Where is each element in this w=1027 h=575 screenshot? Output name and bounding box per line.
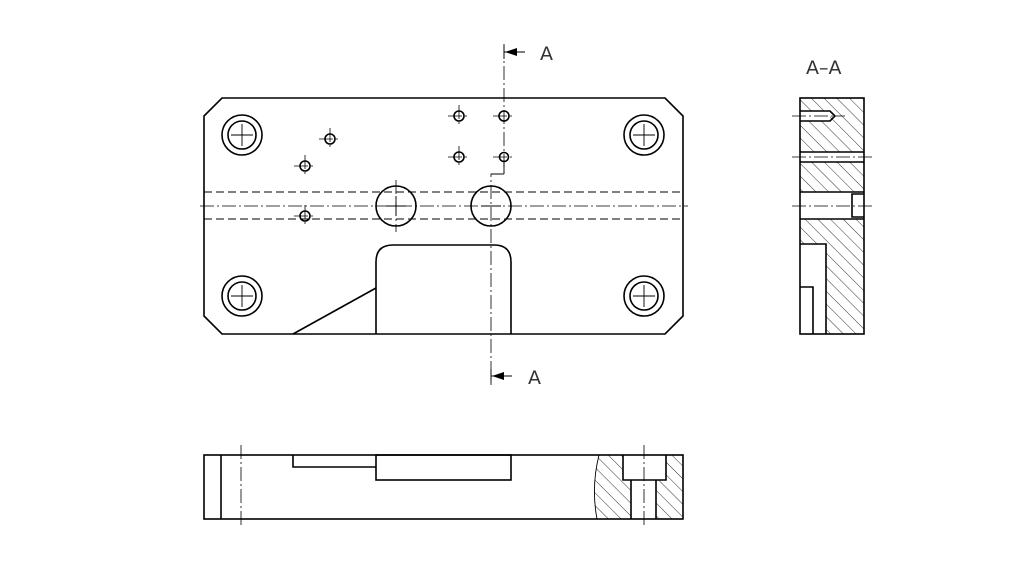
bottom-view-step bbox=[292, 455, 376, 468]
ramp-edge bbox=[292, 287, 377, 335]
bottom-view-pocket bbox=[375, 454, 512, 481]
small-hole-4 bbox=[448, 105, 470, 127]
small-hole-2 bbox=[294, 155, 316, 177]
corner-hole-bottom-left bbox=[221, 275, 263, 317]
corner-hole-bottom-right bbox=[623, 275, 665, 317]
section-label-bottom: A bbox=[528, 367, 541, 389]
section-view-title: A–A bbox=[806, 57, 842, 79]
section-notch bbox=[851, 193, 864, 218]
small-hole-6 bbox=[448, 146, 470, 168]
dowel-hole-left bbox=[375, 180, 417, 232]
plate-outline bbox=[203, 97, 684, 335]
section-view bbox=[792, 97, 872, 335]
section-label-top: A bbox=[540, 43, 553, 65]
section-view-outline bbox=[799, 97, 865, 335]
break-line bbox=[593, 454, 600, 520]
section-pocket bbox=[800, 243, 827, 334]
bottom-view bbox=[203, 445, 684, 527]
front-view bbox=[200, 44, 688, 385]
small-hole-1 bbox=[319, 128, 341, 150]
counterbore-section bbox=[622, 455, 667, 519]
section-tapped-hole bbox=[800, 110, 837, 122]
section-arrow-top bbox=[503, 45, 525, 59]
section-arrow-bottom bbox=[490, 369, 512, 383]
corner-hole-top-left bbox=[221, 114, 263, 156]
corner-hole-top-right bbox=[623, 114, 665, 156]
pocket-outline bbox=[375, 244, 512, 334]
small-hole-3 bbox=[294, 205, 316, 227]
